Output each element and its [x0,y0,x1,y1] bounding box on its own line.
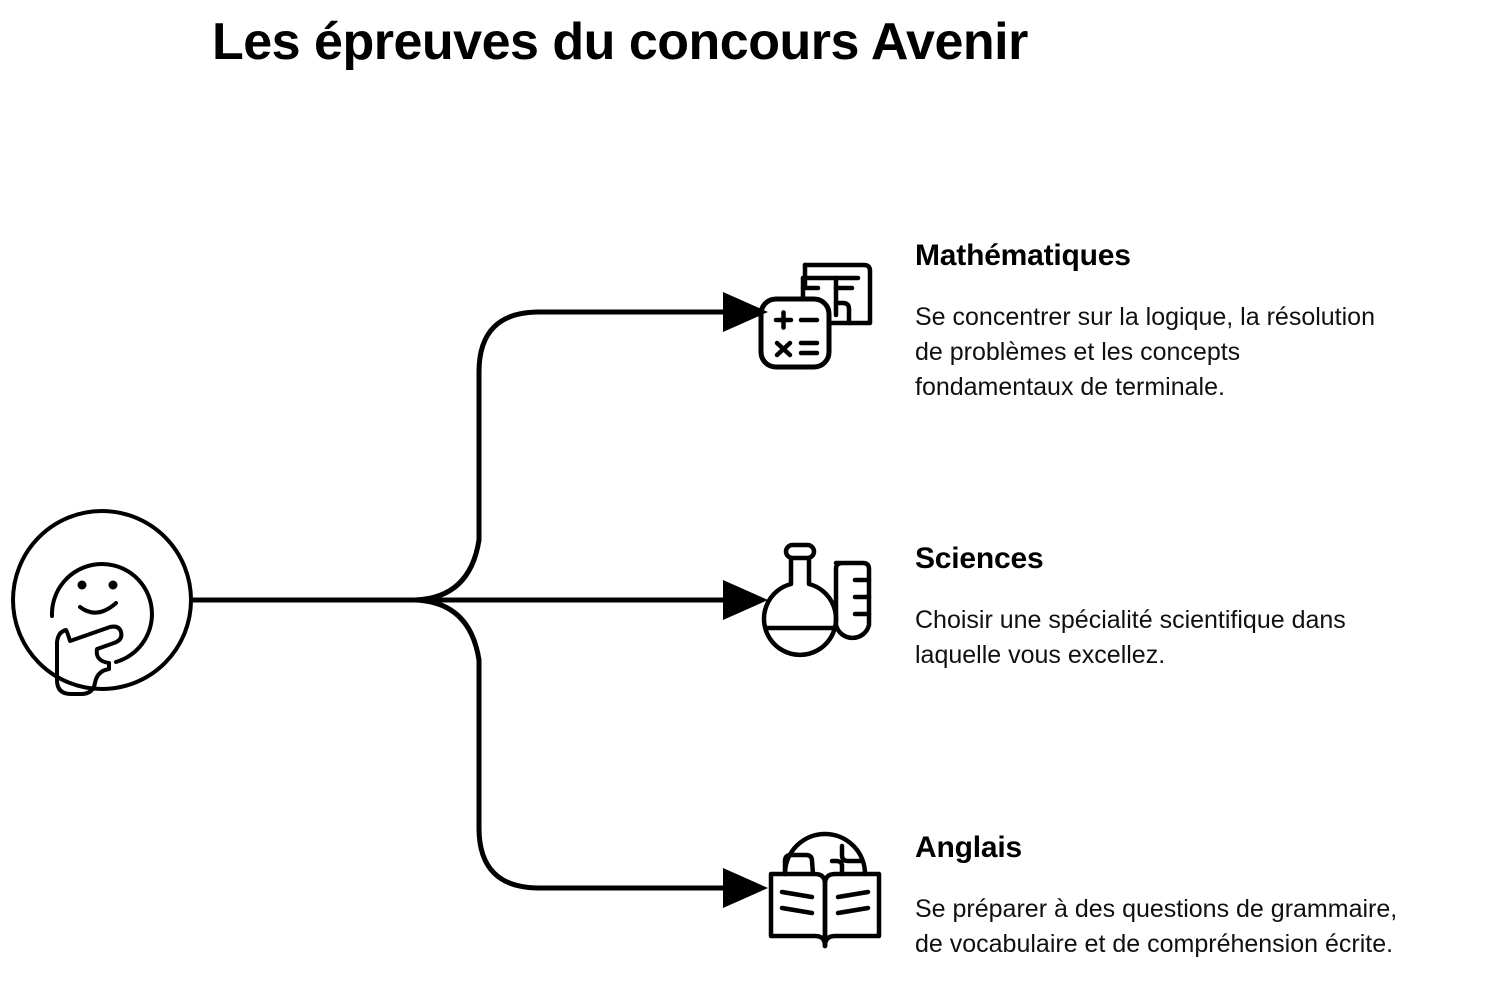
branch-heading-anglais: Anglais [915,831,1022,864]
branch-body-mathematiques: Se concentrer sur la logique, la résolut… [915,303,1375,401]
calculator-icon [758,262,873,370]
page-title: Les épreuves du concours Avenir [212,13,1028,71]
open-book-globe-icon [768,831,882,949]
connector-mathematiques [414,292,768,603]
branch-heading-mathematiques: Mathématiques [915,239,1131,272]
flask-test-tube-icon [761,542,872,658]
branch-sciences: Sciences Choisir une spécialité scientif… [915,541,1495,673]
connector-anglais [414,597,768,908]
thinking-face-icon [49,562,154,696]
central-node [11,509,193,696]
branch-anglais: Anglais Se préparer à des questions de g… [915,830,1495,962]
branch-body-sciences: Choisir une spécialité scientifique dans… [915,606,1346,669]
branch-mathematiques: Mathématiques Se concentrer sur la logiq… [915,238,1495,405]
branch-heading-sciences: Sciences [915,542,1044,575]
branch-body-anglais: Se préparer à des questions de grammaire… [915,895,1398,958]
